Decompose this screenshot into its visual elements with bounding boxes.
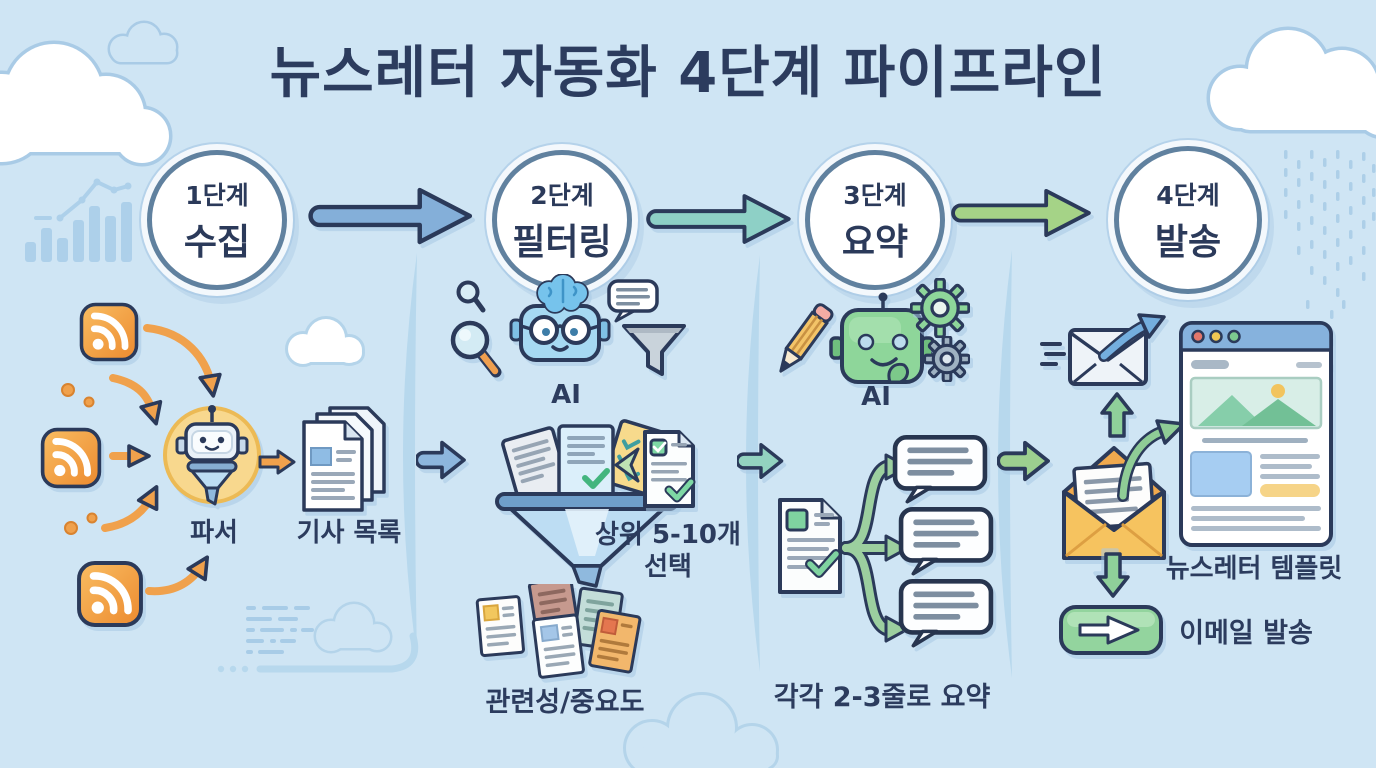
template-label: 뉴스레터 템플릿 — [1165, 554, 1343, 584]
select-back-arrow-icon — [614, 447, 640, 483]
newsletter-template-icon — [1179, 321, 1333, 547]
selected-doc-icon — [643, 430, 696, 508]
stage-name-1: 수집 — [183, 221, 251, 263]
open-envelope-icon — [1062, 446, 1166, 560]
summary-note-label: 각각 2-3줄로 요약 — [773, 682, 991, 713]
ai-robot-filter-icon — [509, 274, 611, 362]
page-title: 뉴스레터 자동화 4단계 파이프라인 — [269, 41, 1107, 106]
orange-dots — [61, 383, 98, 535]
selection-label-line1: 상위 5-10개 — [595, 520, 741, 550]
gear-icon — [924, 336, 970, 382]
feed-arrows — [101, 324, 222, 596]
gear-icon — [910, 278, 970, 338]
stage-circle-4: 4단계 발송 — [1114, 146, 1262, 294]
ai-label: AI — [551, 380, 581, 410]
cloud-top-right — [1206, 26, 1376, 139]
selection-label-line2: 선택 — [644, 551, 692, 582]
stage-arrow-1-icon — [298, 182, 486, 250]
cloud-top-left-big — [0, 40, 173, 167]
summary-bubble-icon — [892, 434, 988, 504]
transition-arrow-1-icon — [416, 438, 468, 482]
stage-circle-1: 1단계 수집 — [147, 150, 287, 290]
stage-name-4: 발송 — [1154, 221, 1222, 263]
speech-bubble-icon — [607, 279, 659, 323]
article-stack-icon — [302, 406, 386, 512]
funnel-icon — [622, 324, 686, 376]
stage-name-3: 요약 — [841, 221, 909, 263]
cloud-bottom-left — [313, 601, 393, 654]
stage-name-2: 필터링 — [512, 221, 612, 263]
criteria-label: 관련성/중요도 — [485, 687, 645, 718]
send-envelope-icon — [1040, 313, 1166, 386]
stage-arrow-3-icon — [950, 182, 1095, 244]
ai-label: AI — [861, 382, 891, 412]
summary-doc-icon — [778, 498, 842, 594]
transition-arrow-3-icon — [997, 438, 1053, 484]
envelope-to-template-arrow — [1117, 419, 1186, 502]
stage-circle-3: 3단계 요약 — [805, 150, 945, 290]
cloud-bottom-center — [623, 692, 779, 768]
pencil-icon — [779, 303, 834, 373]
articles-label: 기사 목록 — [296, 518, 402, 548]
summary-bubble-icon — [898, 506, 994, 576]
cloud-article-stack — [285, 316, 365, 367]
cloud-top-left-small — [107, 20, 179, 65]
stage-step-3: 3단계 — [843, 180, 907, 210]
bar-chart-doodle — [25, 178, 132, 262]
text-dashes — [246, 606, 314, 654]
selection-label: 상위 5-10개 선택 — [594, 520, 742, 583]
parser-to-articles-arrow — [258, 449, 296, 475]
parser-label: 파서 — [190, 518, 238, 548]
ai-robot-summary-icon — [829, 292, 935, 384]
stage-step-2: 2단계 — [530, 180, 594, 210]
magnifier-icon — [450, 320, 502, 378]
stage-step-1: 1단계 — [185, 180, 249, 210]
stage-arrow-2-icon — [645, 188, 795, 250]
doc-cluster-icon — [475, 584, 642, 679]
magnifier-icon — [456, 280, 486, 313]
email-send-label: 이메일 발송 — [1179, 618, 1313, 649]
summary-bubble-icon — [898, 578, 994, 648]
stage-circle-2: 2단계 필터링 — [492, 150, 632, 290]
robot-parser-icon — [163, 405, 261, 506]
down-arrow-icon — [1096, 550, 1130, 600]
transition-arrow-2-icon — [737, 440, 785, 482]
stage-step-4: 4단계 — [1156, 180, 1220, 210]
email-send-button-icon — [1059, 605, 1163, 655]
